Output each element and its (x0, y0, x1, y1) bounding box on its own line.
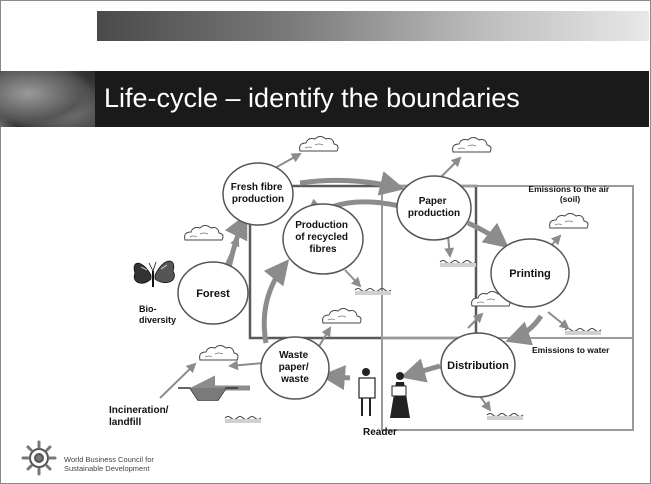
label-emissions-air: Emissions to the air (soil) (528, 184, 611, 204)
butterfly-icon (133, 260, 175, 287)
node-distribution (440, 332, 516, 398)
label-printing: Printing (509, 268, 551, 280)
label-incineration: Incineration/ landfill (109, 405, 171, 428)
water-icon (439, 260, 477, 268)
node-forest (177, 261, 249, 325)
label-paper-production: Paper production (408, 196, 460, 219)
slide-title: Life-cycle – identify the boundaries (104, 83, 520, 113)
footer-line-2: Sustainable Development (64, 464, 150, 473)
label-reader: Reader (363, 427, 397, 438)
label-distribution: Distribution (447, 360, 509, 372)
footer-line-1: World Business Council for (64, 455, 154, 464)
cloud-icon (199, 345, 239, 361)
water-icon (486, 413, 524, 421)
label-recycled-fibres: Production of recycled fibres (295, 220, 351, 255)
footer-organization: World Business Council for Sustainable D… (64, 455, 154, 473)
label-forest: Forest (196, 288, 230, 300)
node-recycled-fibres (282, 203, 364, 275)
label-biodiversity: Bio- diversity (139, 304, 176, 325)
reader-figures-icon (358, 368, 410, 418)
node-waste (260, 336, 330, 400)
water-icon (564, 328, 602, 336)
cloud-icon (184, 225, 224, 241)
node-printing (490, 238, 570, 308)
lifecycle-diagram: Fresh fibre production Paper production … (109, 136, 634, 438)
title-bar: Life-cycle – identify the boundaries (0, 71, 649, 127)
water-icon (224, 416, 262, 424)
node-fresh-fibre (222, 162, 294, 226)
top-gradient-bar (97, 11, 649, 41)
water-icon (354, 288, 392, 296)
cloud-icon (452, 137, 492, 153)
cloud-icon (299, 136, 339, 152)
wbcsd-logo-icon (21, 440, 57, 476)
node-paper-production (396, 175, 472, 241)
landfill-icon (178, 387, 238, 401)
cloud-icon (322, 308, 362, 324)
title-texture-image (0, 71, 95, 127)
label-emissions-water: Emissions to water (532, 345, 610, 355)
label-fresh-fibre: Fresh fibre production (231, 182, 285, 205)
cloud-icon (549, 213, 589, 229)
label-waste: Waste paper/ waste (279, 350, 312, 385)
